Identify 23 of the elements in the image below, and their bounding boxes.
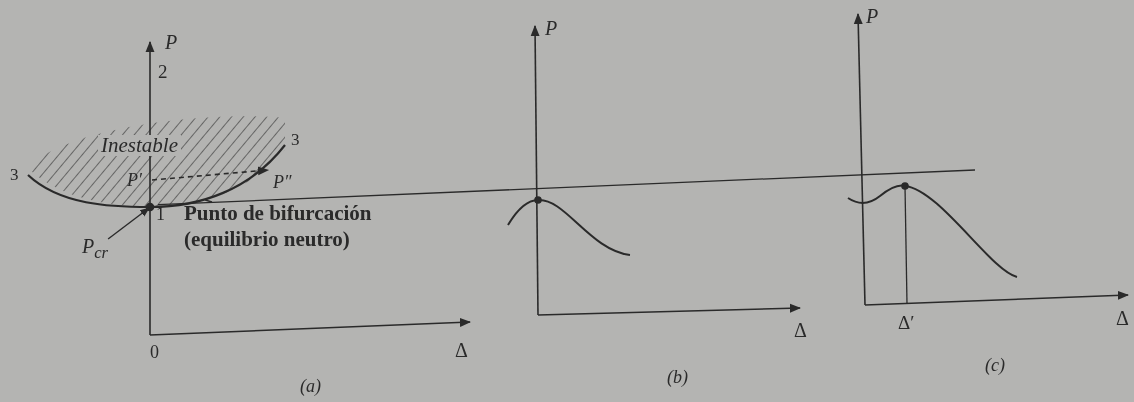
- leader-line: [107, 207, 150, 240]
- point-label: 3: [10, 166, 19, 183]
- point-label: 3: [291, 131, 300, 148]
- axis-label: Δ: [794, 320, 807, 340]
- load-symbol: P″: [273, 173, 292, 191]
- tick-label: Δ′: [898, 313, 915, 332]
- panel-label: (b): [667, 368, 688, 386]
- tick-label: 0: [150, 343, 159, 361]
- bifurcation-point: [145, 202, 155, 212]
- panel-label: (c): [985, 356, 1005, 374]
- tick-label: 2: [158, 62, 168, 81]
- leader-line: [204, 199, 213, 203]
- region-label: Inestable: [98, 135, 181, 156]
- axis-label: P: [545, 18, 558, 38]
- point-label: 1: [156, 205, 165, 223]
- panel-label: (a): [300, 377, 321, 395]
- axis-label: P: [165, 32, 178, 52]
- axis-label: Δ: [455, 340, 468, 360]
- axis-label: Δ: [1116, 308, 1129, 328]
- load-symbol: P′: [127, 171, 142, 189]
- axis-label: P: [866, 6, 879, 26]
- annotation-text: Punto de bifurcación (equilibrio neutro): [184, 200, 404, 253]
- load-symbol: P$_{cr}$: [82, 236, 109, 262]
